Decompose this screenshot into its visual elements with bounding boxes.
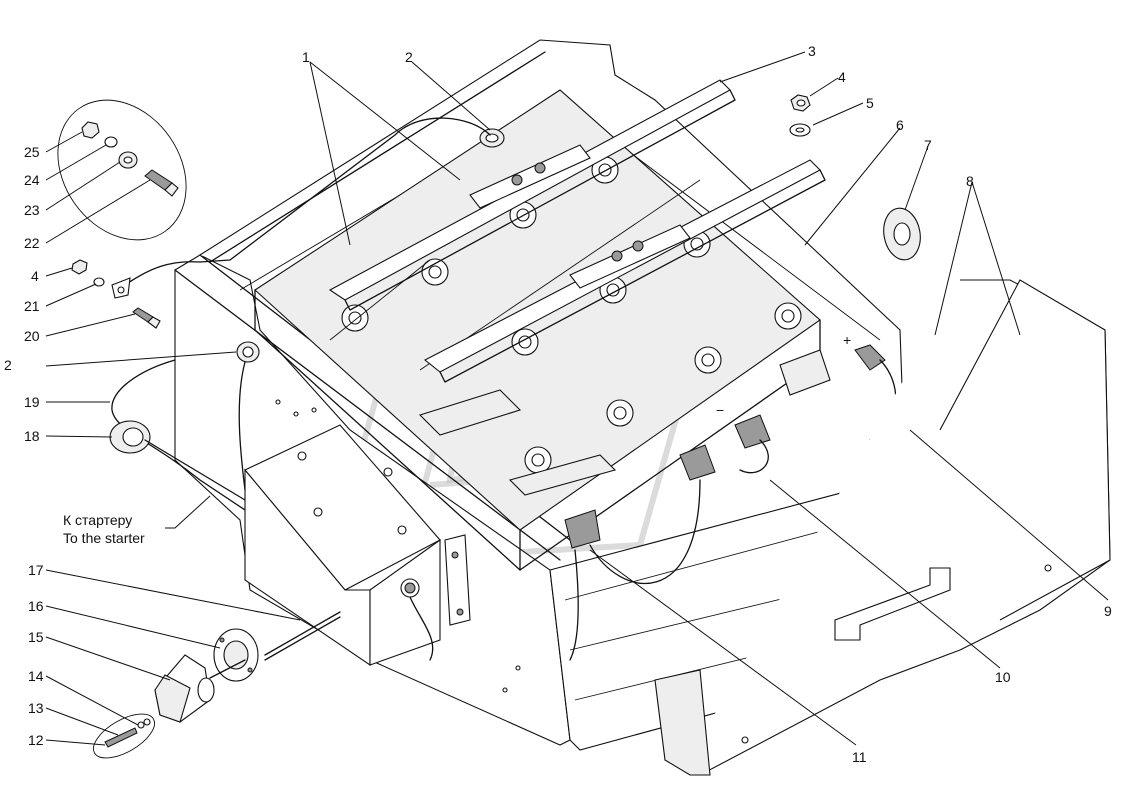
jumper-bar-upper	[469, 144, 591, 209]
callout-22: 22	[24, 235, 40, 251]
starter-note-ru: К стартеру	[63, 512, 132, 528]
starter-cable	[264, 611, 341, 661]
callout-20: 20	[24, 328, 40, 344]
callout-19: 19	[24, 394, 40, 410]
callout-8: 8	[966, 173, 974, 189]
bolt-20	[132, 307, 161, 329]
bracket	[834, 567, 951, 641]
cable-loop	[111, 117, 491, 511]
callout-15: 15	[28, 629, 44, 645]
terminal-enclosure	[244, 424, 471, 667]
fastener-group-22-25	[57, 99, 187, 241]
grommet-7	[883, 207, 921, 261]
callout-25: 25	[24, 144, 40, 160]
callout-4-left: 4	[31, 268, 39, 284]
callout-3: 3	[808, 43, 816, 59]
polarity-plus-sign: +	[843, 332, 851, 348]
callout-12: 12	[28, 732, 44, 748]
starter-note-en: To the starter	[63, 530, 145, 546]
callout-5: 5	[866, 95, 874, 111]
cable-lug	[71, 259, 201, 299]
leader-lines	[45, 51, 1109, 746]
battery-terminals	[564, 344, 897, 661]
callout-14: 14	[28, 668, 44, 684]
callout-17: 17	[28, 562, 44, 578]
callout-labels: 1 2 2 3 4 4 5 6 7 8 9 10 11 12 13 14 15 …	[4, 43, 1112, 765]
grommet-upper	[479, 128, 505, 148]
grommet-18	[109, 420, 246, 501]
battery-cover	[654, 279, 1111, 776]
callout-4-top: 4	[838, 69, 846, 85]
callout-1: 1	[302, 49, 310, 65]
callout-24: 24	[24, 172, 40, 188]
hold-down-strap-upper	[328, 79, 736, 311]
callout-6: 6	[896, 117, 904, 133]
callout-7: 7	[924, 137, 932, 153]
callout-13: 13	[28, 700, 44, 716]
disconnect-switch	[93, 628, 259, 759]
nut-washer-top	[789, 94, 811, 137]
callout-2-left: 2	[4, 357, 12, 373]
callout-18: 18	[24, 428, 40, 444]
callout-10: 10	[995, 669, 1011, 685]
spacer-blocks	[418, 349, 831, 496]
jumper-bar-lower	[569, 224, 691, 289]
callout-2-top: 2	[405, 49, 413, 65]
polarity-minus-sign: −	[716, 402, 724, 418]
callout-21: 21	[24, 298, 40, 314]
callout-16: 16	[28, 598, 44, 614]
callout-23: 23	[24, 202, 40, 218]
callout-11: 11	[852, 749, 867, 765]
grommet-left	[236, 341, 260, 363]
callout-9: 9	[1104, 603, 1112, 619]
